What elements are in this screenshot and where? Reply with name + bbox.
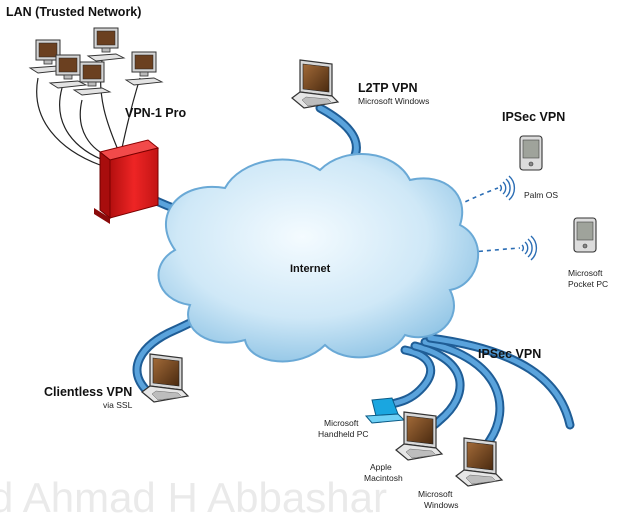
cloud-icon [157, 153, 479, 363]
palm-os-label: Palm OS [524, 190, 558, 200]
mac-label-line2: Macintosh [364, 473, 403, 483]
vpn1-pro-label: VPN-1 Pro [125, 106, 186, 120]
pda-icon [573, 217, 597, 253]
ipsec-vpn-wireless-title: IPSec VPN [502, 110, 565, 124]
laptop-icon [291, 59, 339, 109]
desktop-computer-icon [87, 27, 125, 62]
pocket-pc-label-line1: Microsoft [568, 268, 603, 278]
handheld-pc-icon [364, 397, 406, 424]
lan-cluster [29, 27, 163, 166]
pocket-pc-label-line2: Pocket PC [568, 279, 608, 289]
firewall-icon [94, 139, 160, 224]
wireless-signal-icon [521, 235, 538, 261]
pda-icon [519, 135, 543, 171]
wireless-signal-icon [499, 175, 516, 201]
clientless-vpn-subtitle: via SSL [103, 400, 133, 410]
internet-label: Internet [290, 263, 331, 275]
laptop-icon [455, 437, 503, 487]
watermark-text: d Ahmad H Abbashar [0, 474, 387, 521]
laptop-icon [141, 353, 189, 403]
l2tp-vpn-subtitle: Microsoft Windows [358, 96, 429, 106]
lan-label: LAN (Trusted Network) [6, 5, 141, 19]
clientless-vpn-title: Clientless VPN [44, 385, 132, 399]
windows-label-line1: Microsoft [418, 489, 453, 499]
desktop-computer-icon [125, 51, 163, 86]
ipsec-vpn-wired-title: IPSec VPN [478, 347, 541, 361]
windows-label-line2: Windows [424, 500, 458, 510]
mac-label-line1: Apple [370, 462, 392, 472]
handheld-pc-label-line2: Handheld PC [318, 429, 369, 439]
cables [132, 103, 575, 458]
l2tp-vpn-title: L2TP VPN [358, 81, 418, 95]
handheld-pc-label-line1: Microsoft [324, 418, 359, 428]
